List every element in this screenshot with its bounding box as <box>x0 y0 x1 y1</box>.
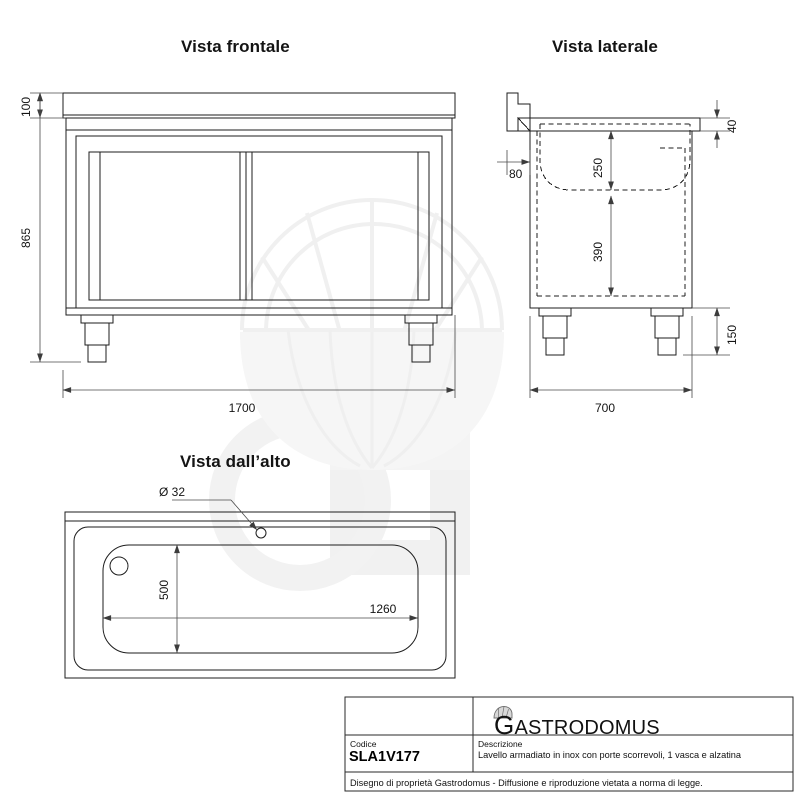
dim-side-lower-height: 390 <box>591 242 605 262</box>
dim-top-bowl-depth: 500 <box>157 580 171 600</box>
logo-initial: G <box>494 710 515 740</box>
dim-top-bowl-width: 1260 <box>370 602 397 616</box>
code-label: Codice <box>350 739 377 749</box>
dim-side-leg-height: 150 <box>725 325 739 345</box>
logo-wordmark: GASTRODOMUS <box>494 710 660 741</box>
dim-side-backsplash-depth: 80 <box>509 167 523 181</box>
side-view-title: Vista laterale <box>552 37 658 56</box>
side-view-geometry <box>506 92 701 356</box>
top-view-geometry <box>64 511 456 679</box>
front-view-geometry <box>62 92 456 363</box>
front-view-dimension-labels: 100 865 1700 <box>19 97 256 415</box>
side-view-dimension-labels: 40 150 80 250 390 700 <box>509 119 739 415</box>
side-view-dimensions <box>497 100 730 398</box>
dim-front-backsplash-height: 100 <box>19 97 33 117</box>
logo-rest: ASTRODOMUS <box>514 717 660 739</box>
shell-icon <box>493 706 513 719</box>
dim-side-bowl-depth: 250 <box>591 158 605 178</box>
dim-top-drain-hole: Ø 32 <box>159 485 185 499</box>
code-value: SLA1V177 <box>349 749 420 765</box>
copyright-footer: Disegno di proprietà Gastrodomus - Diffu… <box>350 778 703 788</box>
dim-front-total-height: 865 <box>19 228 33 248</box>
title-block-frame <box>344 696 794 792</box>
top-view-dimension-labels: 500 1260 Ø 32 <box>157 485 397 616</box>
description-label: Descrizione <box>478 739 523 749</box>
dim-side-depth: 700 <box>595 401 615 415</box>
dim-side-top-thickness: 40 <box>725 119 739 133</box>
gastrodomus-logo: GASTRODOMUS <box>478 705 660 740</box>
top-view-dimensions <box>102 499 419 654</box>
top-view-title: Vista dall’alto <box>180 452 291 471</box>
front-view-title: Vista frontale <box>181 37 290 56</box>
dim-front-width: 1700 <box>229 401 256 415</box>
description-value: Lavello armadiato in inox con porte scor… <box>478 750 742 760</box>
front-view-dimensions <box>30 92 456 398</box>
